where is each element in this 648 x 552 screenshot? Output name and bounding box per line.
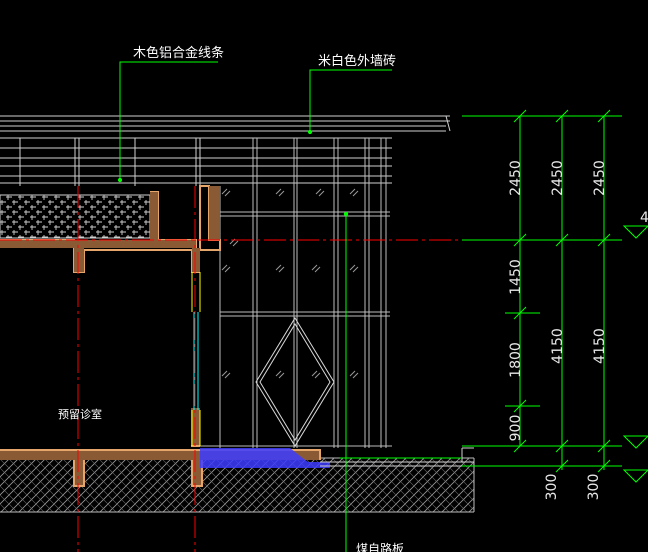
window-jamb <box>191 272 201 446</box>
label-wood-aluminum-strip: 木色铝合金线条 <box>133 46 225 61</box>
dim-c1-900: 900 <box>508 415 524 442</box>
level-markers <box>622 225 648 483</box>
woven-screen <box>0 194 151 239</box>
roof-posts <box>19 138 201 186</box>
dim-c2-4150: 4150 <box>550 328 566 364</box>
dim-c3-4150: 4150 <box>592 328 608 364</box>
label-bottom-partial: 煤自路板 <box>356 542 405 552</box>
dim-c1-2450: 2450 <box>508 160 524 196</box>
label-beige-tile: 米白色外墙砖 <box>318 54 397 69</box>
dim-c1-1450: 1450 <box>508 259 524 295</box>
dim-c1-1800: 1800 <box>508 342 524 378</box>
structure-section <box>0 185 321 487</box>
facade-grid <box>200 138 392 448</box>
leader-lines <box>117 61 392 552</box>
dim-c2-2450: 2450 <box>550 160 566 196</box>
dimension-lines <box>462 109 622 473</box>
dim-c2-300: 300 <box>544 474 560 501</box>
diamond-door <box>255 317 335 447</box>
level-text: 4 <box>640 210 648 226</box>
dim-c3-2450: 2450 <box>592 160 608 196</box>
threshold-slab <box>200 447 474 468</box>
label-room: 预留诊室 <box>58 408 102 421</box>
glass-marks <box>221 188 359 379</box>
red-axis-lines <box>0 186 470 552</box>
dim-c3-300: 300 <box>586 474 602 501</box>
roof-eave <box>0 115 451 184</box>
